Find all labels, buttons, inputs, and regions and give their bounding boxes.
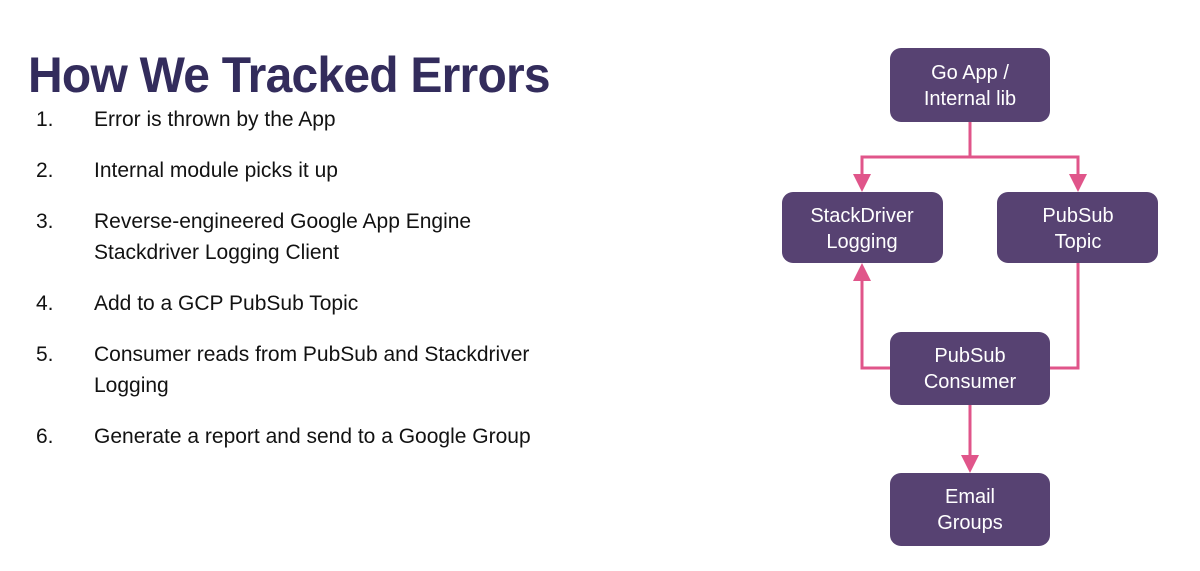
node-email-groups-label-line1: Email (945, 486, 995, 508)
node-stackdriver-logging[interactable]: StackDriver Logging (782, 192, 943, 263)
node-email-groups-box (890, 473, 1050, 546)
list-item-text: Error is thrown by the App (94, 108, 336, 131)
list-item-text: Consumer reads from PubSub and Stackdriv… (94, 343, 530, 397)
node-pubsub-topic[interactable]: PubSub Topic (997, 192, 1158, 263)
node-email-groups-label-line2: Groups (937, 512, 1003, 534)
node-pubsub-consumer-label-line2: Consumer (924, 371, 1017, 393)
architecture-flow-diagram: Go App / Internal lib StackDriver Loggin… (740, 0, 1200, 571)
node-pubsub-topic-box (997, 192, 1158, 263)
node-go-app-label-line2: Internal lib (924, 88, 1016, 110)
edge-go-app-to-pubsub-topic (968, 122, 1087, 192)
node-pubsub-topic-label-line1: PubSub (1042, 205, 1113, 227)
list-item-number: 6. (36, 425, 54, 448)
node-pubsub-topic-label-line2: Topic (1055, 231, 1102, 253)
list-item: 6. Generate a report and send to a Googl… (36, 421, 616, 452)
node-pubsub-consumer[interactable]: PubSub Consumer (890, 332, 1050, 405)
page-title: How We Tracked Errors (28, 46, 551, 103)
content-column: How We Tracked Errors 1. Error is thrown… (28, 46, 616, 472)
list-item-text: Reverse-engineered Google App Engine Sta… (94, 210, 472, 264)
list-item: 2. Internal module picks it up (36, 155, 616, 186)
node-go-app-label-line1: Go App / (931, 62, 1009, 84)
edge-consumer-to-stackdriver (853, 263, 890, 370)
list-item: 1. Error is thrown by the App (36, 104, 616, 135)
node-email-groups[interactable]: Email Groups (890, 473, 1050, 546)
node-stackdriver-logging-label-line1: StackDriver (810, 205, 914, 227)
list-item: 4. Add to a GCP PubSub Topic (36, 288, 616, 319)
list-item-number: 5. (36, 343, 54, 366)
edge-go-app-to-stackdriver (853, 122, 972, 192)
list-item-text: Internal module picks it up (94, 159, 338, 182)
list-item-text: Add to a GCP PubSub Topic (94, 292, 359, 315)
node-pubsub-consumer-box (890, 332, 1050, 405)
list-item-text: Generate a report and send to a Google G… (94, 425, 531, 448)
list-item: 3. Reverse-engineered Google App Engine … (36, 206, 616, 268)
node-go-app[interactable]: Go App / Internal lib (890, 48, 1050, 122)
list-item-number: 1. (36, 108, 54, 131)
list-item: 5. Consumer reads from PubSub and Stackd… (36, 339, 616, 401)
steps-list: 1. Error is thrown by the App 2. Interna… (36, 104, 616, 472)
list-item-number: 3. (36, 210, 54, 233)
node-pubsub-consumer-label-line1: PubSub (934, 345, 1005, 367)
node-stackdriver-logging-label-line2: Logging (826, 231, 897, 253)
node-stackdriver-logging-box (782, 192, 943, 263)
edge-consumer-to-email-groups (961, 405, 979, 473)
list-item-number: 2. (36, 159, 54, 182)
node-go-app-box (890, 48, 1050, 122)
list-item-number: 4. (36, 292, 54, 315)
